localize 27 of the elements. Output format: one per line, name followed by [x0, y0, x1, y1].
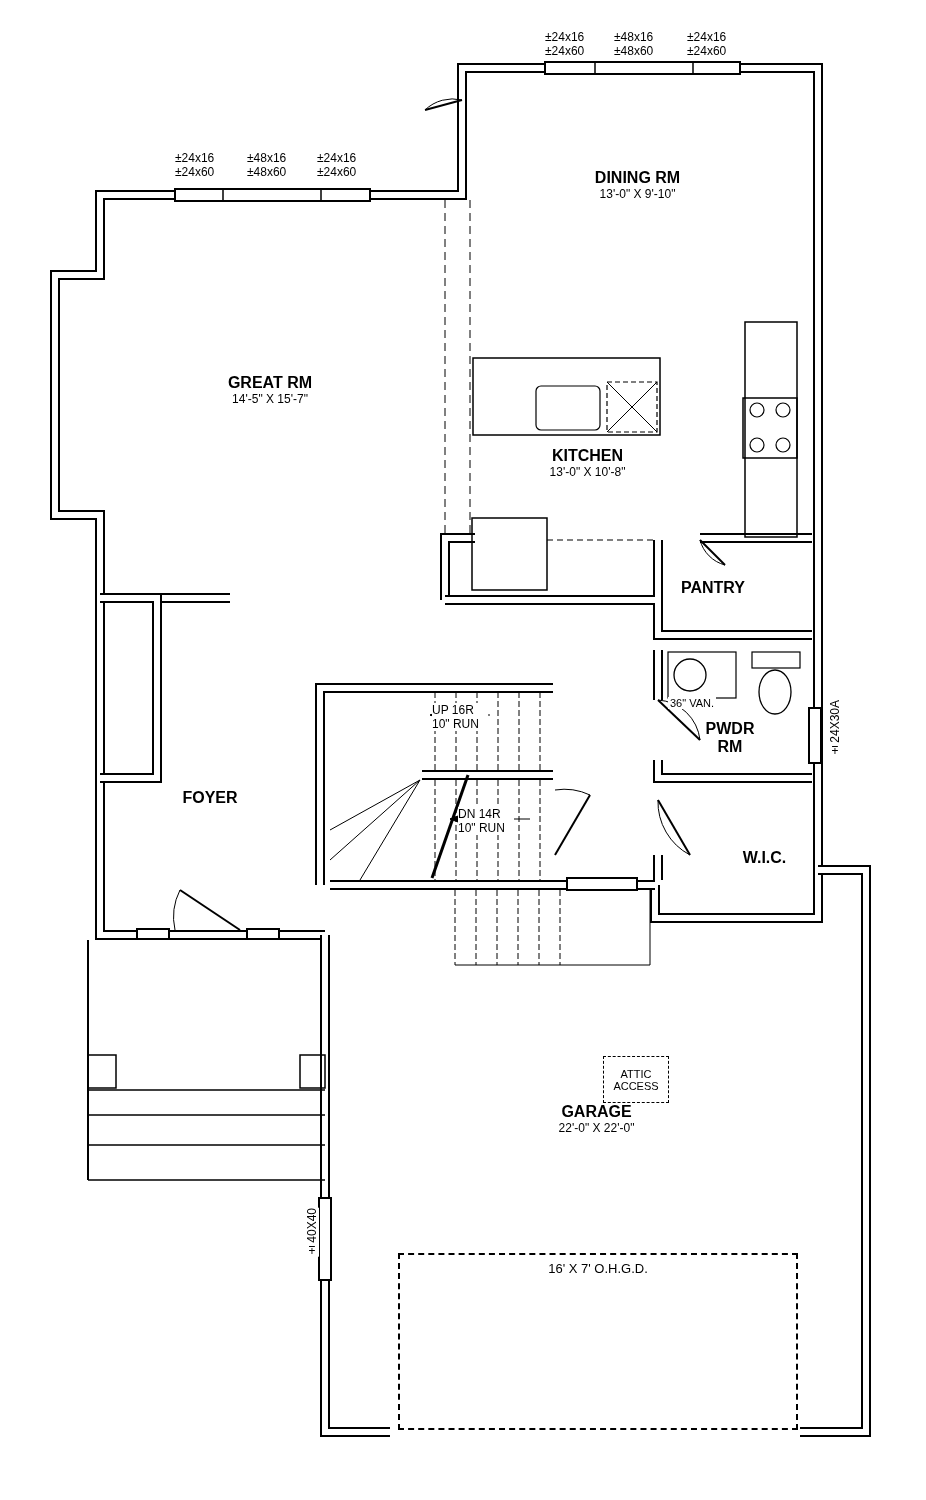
room-name: W.I.C.: [742, 848, 787, 867]
room-name: KITCHEN: [551, 446, 624, 465]
window-size-label: ±24x16 ±24x60: [175, 151, 215, 179]
room-name: FOYER: [182, 789, 238, 807]
window-size-label: ±40X40: [305, 1208, 319, 1257]
room-name: PWDR RM: [705, 719, 755, 756]
stair-note: DN 14R 10" RUN: [458, 807, 514, 835]
window-size-label: ±48x16 ±48x60: [247, 151, 287, 179]
room-name: GREAT RM: [227, 374, 313, 392]
room-dimensions: 14'-5" X 15'-7": [232, 392, 308, 406]
vanity-label: 36" VAN.: [668, 697, 717, 709]
room-dimensions: 22'-0" X 22'-0": [558, 1121, 635, 1135]
room-name: PANTRY: [681, 579, 745, 597]
window-size-label: ±24x16 ±24x60: [687, 30, 727, 58]
window-size-label: ±48x16 ±48x60: [614, 30, 654, 58]
window-size-label: ±24x16 ±24x60: [545, 30, 585, 58]
stair-note: UP 16R 10" RUN: [432, 703, 488, 731]
window-size-label: ±24x16 ±24x60: [317, 151, 357, 179]
hatch-label: ATTIC ACCESS: [613, 1067, 659, 1092]
room-dimensions: 13'-0" X 9'-10": [599, 187, 676, 201]
door-label: 16' X 7' O.H.G.D.: [548, 1261, 648, 1276]
attic-hatch-outline: [603, 1056, 669, 1103]
room-name: GARAGE: [561, 1103, 632, 1121]
room-dimensions: 13'-0" X 10'-8": [549, 464, 626, 479]
garage-door-outline: [398, 1253, 798, 1430]
window-size-label: ±24X30A: [828, 700, 842, 757]
room-name: DINING RM: [594, 169, 681, 187]
